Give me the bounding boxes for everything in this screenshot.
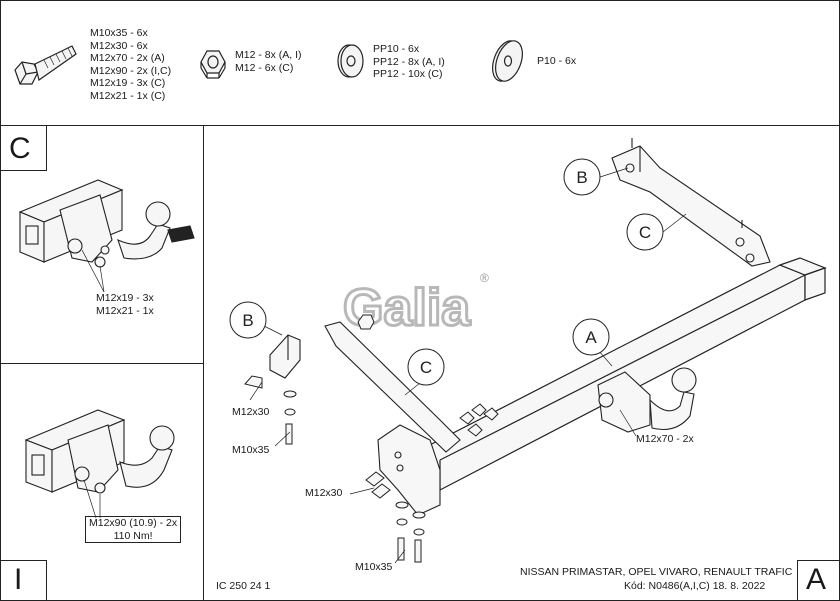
logo-registered-mark: ® (480, 271, 489, 285)
bolt-spec-list: M10x35 - 6x M12x30 - 6x M12x70 - 2x (A) … (90, 27, 171, 102)
left-bracket (269, 321, 461, 516)
hitch-ball-assembly (597, 367, 697, 433)
washer-p-icon (492, 40, 523, 82)
callout-c-mid-label: C (420, 358, 432, 377)
washer-spec: PP10 - 6x (373, 43, 420, 55)
panel-i-label-box-right (46, 560, 47, 601)
washer-pp-spec-list: PP10 - 6x PP12 - 8x (A, I) PP12 - 10x (C… (373, 43, 445, 81)
leader-lines (249, 167, 687, 564)
bolt-spec: M12x19 - 3x (C) (90, 77, 166, 89)
torque-spec: 110 Nm! (113, 529, 153, 542)
callout-c-top (626, 213, 664, 251)
label-m12x70: M12x70 - 2x (636, 433, 694, 445)
washer-spec: PP12 - 8x (A, I) (373, 55, 445, 68)
panel-c-label-box-bottom (0, 170, 46, 171)
hardware-stack (244, 314, 499, 563)
label-m10x35-upper: M10x35 (232, 444, 270, 456)
nut-icon (200, 50, 226, 79)
bolt-spec: M12x30 - 6x (90, 39, 148, 52)
callout-b-left-label: B (242, 311, 253, 330)
bolt-spec: M12x21 - 1x (C) (90, 89, 166, 102)
washer-p-spec-list: P10 - 6x (537, 55, 576, 68)
bolt-spec: M12x90 (10.9) - 2x (89, 517, 178, 529)
right-bracket (611, 138, 771, 267)
header-divider (0, 125, 840, 126)
washer-spec: PP12 - 10x (C) (373, 68, 443, 80)
panel-i-hitch-detail (24, 409, 175, 519)
vehicle-list: NISSAN PRIMASTAR, OPEL VIVARO, RENAULT T… (520, 566, 793, 578)
nut-spec: M12 - 6x (C) (235, 61, 294, 74)
callout-c-top-label: C (639, 223, 651, 242)
panel-c-bolt-list: M12x19 - 3x M12x21 - 1x (96, 292, 154, 317)
label-m12x30-lower: M12x30 (305, 487, 343, 499)
bolt-icon (14, 45, 77, 85)
callout-b-top-label: B (576, 168, 587, 187)
variant-label: A (806, 563, 827, 596)
variant-box-left (797, 560, 798, 601)
side-panels-divider (0, 363, 204, 364)
label-m10x35-lower: M10x35 (355, 561, 393, 573)
callout-a (572, 318, 610, 356)
panel-i-label: I (14, 563, 23, 596)
label-m12x30-upper: M12x30 (232, 406, 270, 418)
washer-spec: P10 - 6x (537, 55, 577, 67)
callout-b-top (563, 158, 601, 196)
washer-pp-icon (337, 44, 364, 78)
panel-c-hitch-detail (18, 179, 195, 293)
hardware-icons (14, 40, 523, 85)
product-code-date: Kód: N0486(A,I,C) 18. 8. 2022 (624, 580, 766, 592)
variant-box-top (797, 560, 840, 561)
nut-spec-list: M12 - 8x (A, I) M12 - 6x (C) (235, 49, 302, 74)
bolt-spec: M12x90 - 2x (I,C) (90, 64, 172, 77)
bolt-spec: M12x70 - 2x (A) (90, 52, 165, 64)
bolt-spec: M10x35 - 6x (90, 27, 148, 39)
panel-c-label: C (9, 132, 31, 165)
nut-spec: M12 - 8x (A, I) (235, 49, 302, 61)
callout-c-mid (407, 348, 445, 386)
panel-i-torque-box: M12x90 (10.9) - 2x 110 Nm! (85, 516, 182, 543)
bolt-spec: M12x21 - 1x (96, 304, 154, 317)
drawing-code: IC 250 24 1 (216, 580, 271, 592)
panel-i-label-box-top (0, 560, 46, 561)
callout-b-left (229, 301, 267, 339)
callout-a-label: A (585, 328, 597, 347)
callout-circles (229, 158, 664, 386)
bolt-spec: M12x19 - 3x (96, 292, 154, 304)
panel-c-label-box-right (46, 125, 47, 171)
